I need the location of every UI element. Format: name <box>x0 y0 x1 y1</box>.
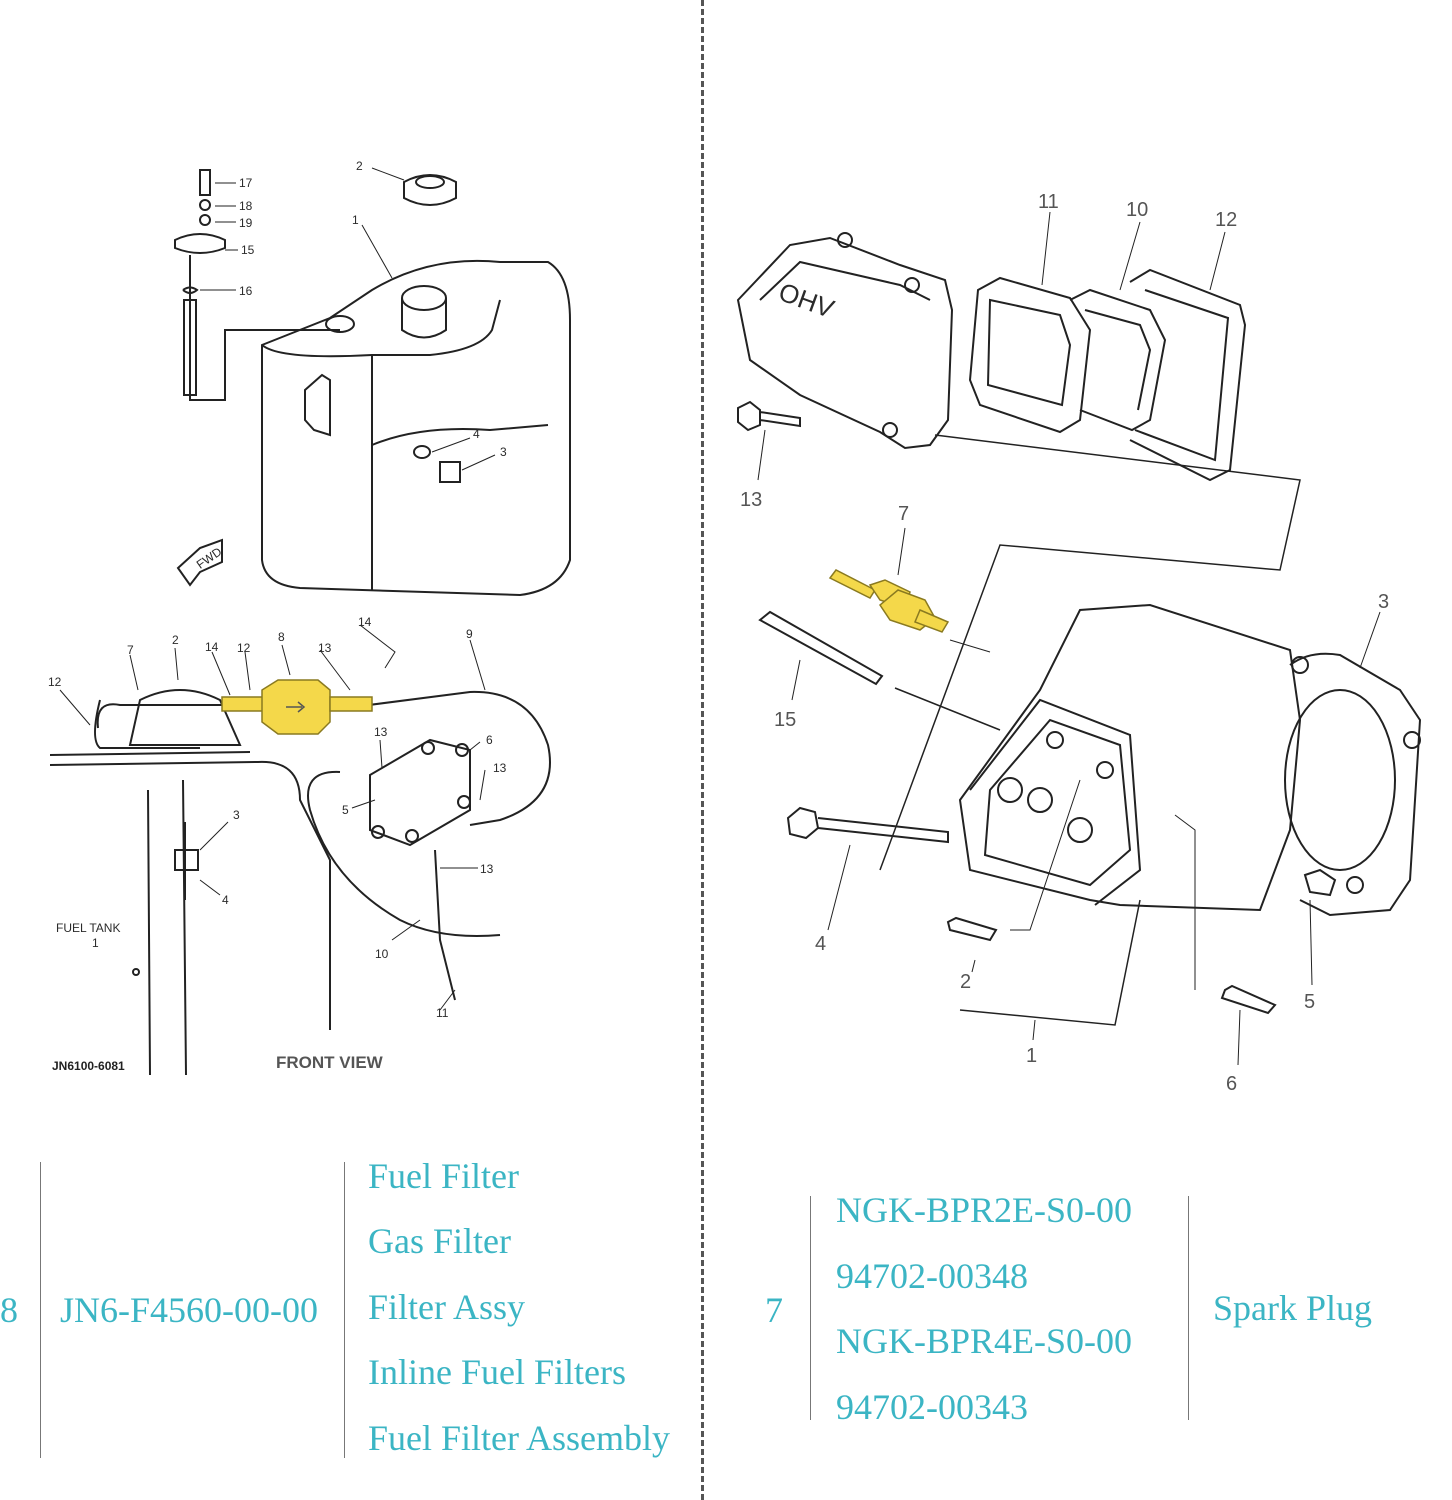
left-part-number: JN6-F4560-00-00 <box>60 1290 318 1330</box>
fuel-system-diagram: 17 18 19 15 16 2 1 4 3 14 12 8 13 9 7 2 … <box>48 159 571 1076</box>
left-item-number: 8 <box>0 1290 18 1330</box>
callout-4b: 4 <box>222 893 229 907</box>
center-divider <box>701 0 704 1500</box>
callout-9: 9 <box>466 627 473 641</box>
fuel-cap-drawing <box>403 174 457 206</box>
callout-3: 3 <box>500 445 507 459</box>
callout-r2: 2 <box>960 971 971 993</box>
right-part-number-4: 94702-00343 <box>836 1387 1028 1427</box>
fuel-tank-drawing <box>261 259 571 597</box>
front-view-label: FRONT VIEW <box>276 1053 384 1072</box>
callout-r12: 12 <box>1215 209 1237 231</box>
left-part-name-1: Fuel Filter <box>368 1156 519 1196</box>
left-part-name-4: Inline Fuel Filters <box>368 1352 626 1392</box>
callout-16: 16 <box>239 284 253 298</box>
callout-19: 19 <box>239 216 253 230</box>
right-item-number: 7 <box>765 1290 783 1330</box>
right-part-number-1: NGK-BPR2E-S0-00 <box>836 1190 1133 1230</box>
fuel-tank-num: 1 <box>92 936 99 950</box>
callout-12: 12 <box>48 675 62 689</box>
cylinder-head-drawing <box>958 603 1302 912</box>
bolt-4-drawing <box>786 806 949 844</box>
callout-r10: 10 <box>1126 199 1148 221</box>
callout-12b: 12 <box>237 641 251 655</box>
callout-11: 11 <box>436 1006 449 1020</box>
callout-18: 18 <box>239 199 253 213</box>
callout-1: 1 <box>352 213 359 227</box>
callout-r15: 15 <box>774 709 796 731</box>
callout-2: 2 <box>356 159 363 173</box>
gasket-12 <box>1129 268 1247 482</box>
left-part-name-3: Filter Assy <box>368 1287 526 1327</box>
callout-13d: 13 <box>480 862 494 876</box>
right-table-divider-1 <box>810 1196 811 1420</box>
callout-r7: 7 <box>898 503 909 525</box>
right-part-number-3: NGK-BPR4E-S0-00 <box>836 1321 1133 1361</box>
callout-14b: 14 <box>205 640 219 654</box>
gasket-10 <box>1069 288 1167 432</box>
callout-r3: 3 <box>1378 591 1389 613</box>
callout-r5: 5 <box>1304 991 1315 1013</box>
left-table-divider-1 <box>40 1162 41 1458</box>
callout-r11: 11 <box>1038 191 1059 213</box>
cylinder-head-diagram: OHV 11 10 12 13 7 3 15 4 2 5 1 6 <box>736 191 1422 1095</box>
callout-7: 7 <box>127 643 134 657</box>
callout-3b: 3 <box>233 808 240 822</box>
right-part-name: Spark Plug <box>1213 1288 1373 1328</box>
drawing-code: JN6100-6081 <box>52 1059 125 1073</box>
fuel-filter-highlight <box>221 679 373 735</box>
spark-plug-highlight <box>828 569 950 633</box>
ohv-cover-text: OHV <box>775 277 839 325</box>
callout-13c: 13 <box>493 761 507 775</box>
head-gasket-3 <box>1289 652 1422 917</box>
valve-cover-drawing <box>736 236 954 450</box>
callout-17: 17 <box>239 176 253 190</box>
callout-4: 4 <box>473 427 480 441</box>
callout-r1: 1 <box>1026 1045 1037 1067</box>
callout-5: 5 <box>342 803 349 817</box>
callout-6: 6 <box>486 733 493 747</box>
callout-r6: 6 <box>1226 1073 1237 1095</box>
fuel-tank-label: FUEL TANK <box>56 921 120 935</box>
callout-13b: 13 <box>374 725 388 739</box>
callout-15: 15 <box>241 243 255 257</box>
callout-r13: 13 <box>740 489 762 511</box>
callout-14: 14 <box>358 615 372 629</box>
callout-10: 10 <box>375 947 389 961</box>
callout-r4: 4 <box>815 933 826 955</box>
callout-8: 8 <box>278 630 285 644</box>
left-part-name-5: Fuel Filter Assembly <box>368 1418 671 1458</box>
left-part-name-2: Gas Filter <box>368 1221 511 1261</box>
right-table-divider-2 <box>1188 1196 1189 1420</box>
callout-2b: 2 <box>172 633 179 647</box>
callout-13: 13 <box>318 641 332 655</box>
bolt-13-drawing <box>737 400 801 432</box>
left-table-divider-2 <box>344 1162 345 1458</box>
gasket-11 <box>968 276 1092 434</box>
right-part-number-2: 94702-00348 <box>836 1256 1028 1296</box>
